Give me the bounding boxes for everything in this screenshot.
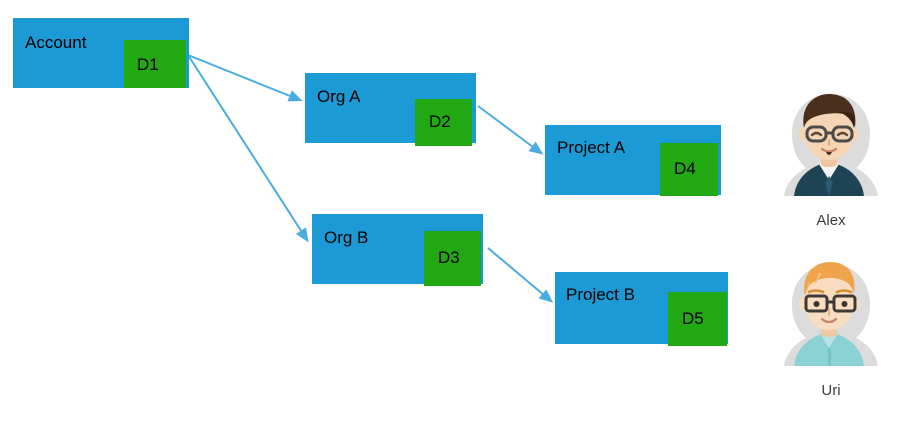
- node-org-b-label: Org B: [324, 228, 369, 247]
- node-project-b-label: Project B: [566, 285, 635, 304]
- node-project-b-badge-label: D5: [682, 309, 704, 328]
- node-org-a-badge-label: D2: [429, 112, 451, 131]
- avatar-alex: [784, 94, 878, 196]
- node-project-b-badge[interactable]: [668, 292, 727, 346]
- node-project-a-badge-label: D4: [674, 159, 696, 178]
- edge-account-to-org-b: [187, 54, 309, 243]
- node-account-label: Account: [25, 33, 87, 52]
- node-org-b-badge-label: D3: [438, 248, 460, 267]
- person-uri-name: Uri: [821, 382, 841, 399]
- avatar-uri: [784, 262, 878, 366]
- edge-org-a-to-project-a: [477, 105, 544, 155]
- person-alex-name: Alex: [816, 212, 846, 229]
- edge-org-b-to-project-b: [487, 247, 554, 303]
- person-uri[interactable]: Uri: [776, 258, 886, 399]
- node-project-a-badge[interactable]: [660, 143, 718, 196]
- node-account-badge-label: D1: [137, 55, 159, 74]
- node-org-a-badge[interactable]: [415, 99, 472, 146]
- edge-account-to-org-a: [187, 54, 303, 102]
- node-org-a-label: Org A: [317, 87, 361, 106]
- node-org-b-badge[interactable]: [424, 231, 481, 286]
- node-project-a-label: Project A: [557, 138, 626, 157]
- node-account-badge[interactable]: [124, 40, 186, 88]
- person-alex[interactable]: Alex: [776, 88, 886, 229]
